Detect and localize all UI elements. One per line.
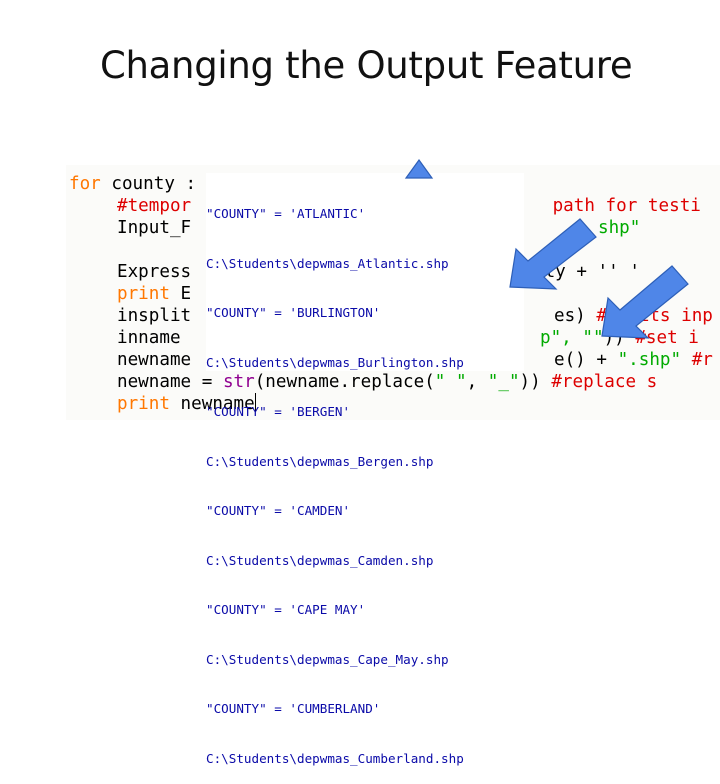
- string: shp": [598, 218, 641, 238]
- overlay-row: "COUNTY" = 'CAPE MAY': [206, 602, 366, 617]
- comment: #replace s: [551, 372, 658, 392]
- code-text: (newname.replace(: [254, 372, 435, 392]
- overlay-row: "COUNTY" = 'BURLINGTON': [206, 305, 381, 320]
- overlay-row: "COUNTY" = 'CAMDEN': [206, 503, 351, 518]
- code-line-2-tail: path for testi: [542, 195, 701, 217]
- comment: #set i: [635, 328, 699, 348]
- code-text: insplit: [117, 306, 192, 326]
- keyword: for: [69, 174, 101, 194]
- code-line-3-tail: shp": [598, 217, 640, 239]
- comment: path for testi: [542, 196, 701, 216]
- text-cursor: [254, 393, 256, 412]
- code-line-5: print E: [117, 283, 191, 305]
- overlay-row: C:\Students\depwmas_Bergen.shp: [206, 453, 434, 469]
- code-text: inname: [117, 328, 192, 348]
- code-line-9: newname = str(newname.replace(" ", "_"))…: [117, 371, 657, 393]
- arrow-down-left-icon: [509, 218, 597, 290]
- string: p",: [540, 328, 583, 348]
- code-text: newname: [169, 394, 255, 414]
- comment: #r: [681, 350, 713, 370]
- overlay-row: C:\Students\depwmas_Burlington.shp: [206, 354, 464, 370]
- overlay-row: C:\Students\depwmas_Cumberland.shp: [206, 750, 464, 766]
- overlay-row: "COUNTY" = 'BERGEN': [206, 404, 351, 419]
- string: ".shp": [617, 350, 682, 370]
- overlay-row: C:\Students\depwmas_Cape_May.shp: [206, 651, 449, 667]
- overlay-row: "COUNTY" = 'ATLANTIC': [206, 206, 366, 221]
- code-line-8: newname: [117, 349, 191, 371]
- string: "_": [487, 372, 520, 392]
- code-text: E: [169, 284, 192, 304]
- code-line-4: Express: [117, 261, 191, 283]
- code-line-10: print newname: [117, 393, 256, 415]
- code-line-3: Input_F: [117, 217, 191, 239]
- code-line-2: #tempor: [117, 195, 191, 217]
- code-text: Express: [117, 262, 192, 282]
- code-line-1: for county :: [69, 173, 207, 195]
- overlay-row: C:\Students\depwmas_Atlantic.shp: [206, 255, 449, 271]
- arrow-up-icon: [404, 158, 434, 179]
- code-text: county :: [100, 174, 207, 194]
- code-text: newname: [117, 350, 192, 370]
- builtin: str: [222, 372, 255, 392]
- output-overlay: "COUNTY" = 'ATLANTIC' C:\Students\depwma…: [206, 173, 524, 766]
- comment: #tempor: [117, 196, 192, 216]
- string: " ": [434, 372, 467, 392]
- code-text: Input_F: [117, 218, 192, 238]
- code-text: es): [554, 306, 597, 326]
- arrow-down-left-icon: [601, 265, 689, 339]
- code-line-6: insplit: [117, 305, 191, 327]
- keyword: print: [117, 284, 170, 304]
- string: "": [582, 328, 604, 348]
- overlay-row: "COUNTY" = 'CUMBERLAND': [206, 701, 381, 716]
- overlay-row: C:\Students\depwmas_Camden.shp: [206, 552, 434, 568]
- code-text: newname =: [117, 372, 223, 392]
- slide-title: Changing the Output Feature: [100, 44, 633, 87]
- code-line-8-tail: e() + ".shp" #r: [554, 349, 713, 371]
- code-line-7: inname: [117, 327, 191, 349]
- code-text: ,: [466, 372, 488, 392]
- code-text: )): [519, 372, 552, 392]
- keyword: print: [117, 394, 170, 414]
- code-text: e() +: [554, 350, 618, 370]
